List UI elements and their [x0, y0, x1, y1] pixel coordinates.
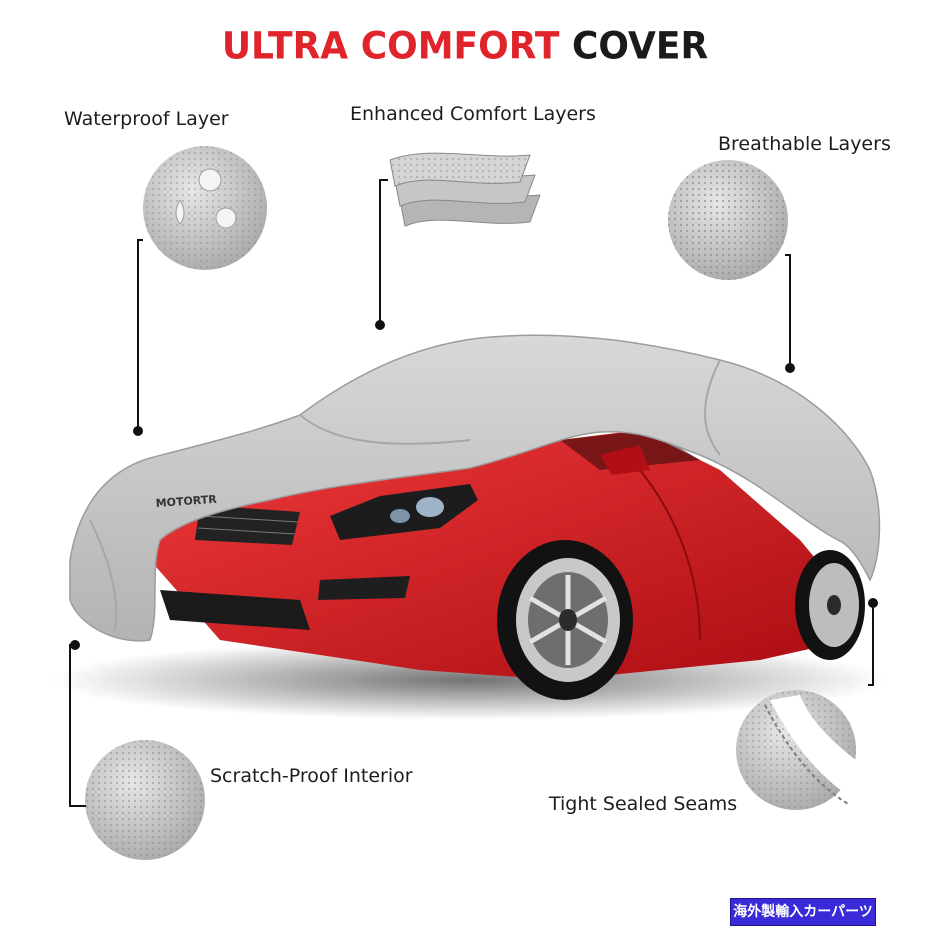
breathable-swatch	[668, 160, 788, 280]
car-cover: MOTORTR	[69, 334, 881, 642]
front-wheel	[497, 540, 633, 700]
rear-wheel	[795, 550, 865, 660]
title-red-part: ULTRA COMFORT	[221, 24, 560, 69]
sealed-seams-label: Tight Sealed Seams	[549, 793, 738, 815]
car-body	[150, 430, 850, 680]
waterproof-swatch	[143, 146, 267, 270]
page-title: ULTRA COMFORT COVER	[0, 25, 930, 68]
scratch-proof-label: Scratch-Proof Interior	[210, 765, 413, 787]
callout-dots	[70, 320, 878, 650]
seams-swatch	[736, 690, 856, 810]
scratch-swatch	[85, 740, 205, 860]
cover-brand-label: MOTORTR	[155, 493, 217, 510]
title-dark-part: COVER	[571, 24, 709, 69]
layers-swatch	[389, 152, 541, 227]
enhanced-comfort-label: Enhanced Comfort Layers	[350, 103, 596, 125]
breathable-layers-label: Breathable Layers	[718, 133, 891, 155]
waterproof-layer-label: Waterproof Layer	[64, 108, 229, 130]
import-parts-badge: 海外製輸入カーパーツ	[730, 898, 876, 926]
